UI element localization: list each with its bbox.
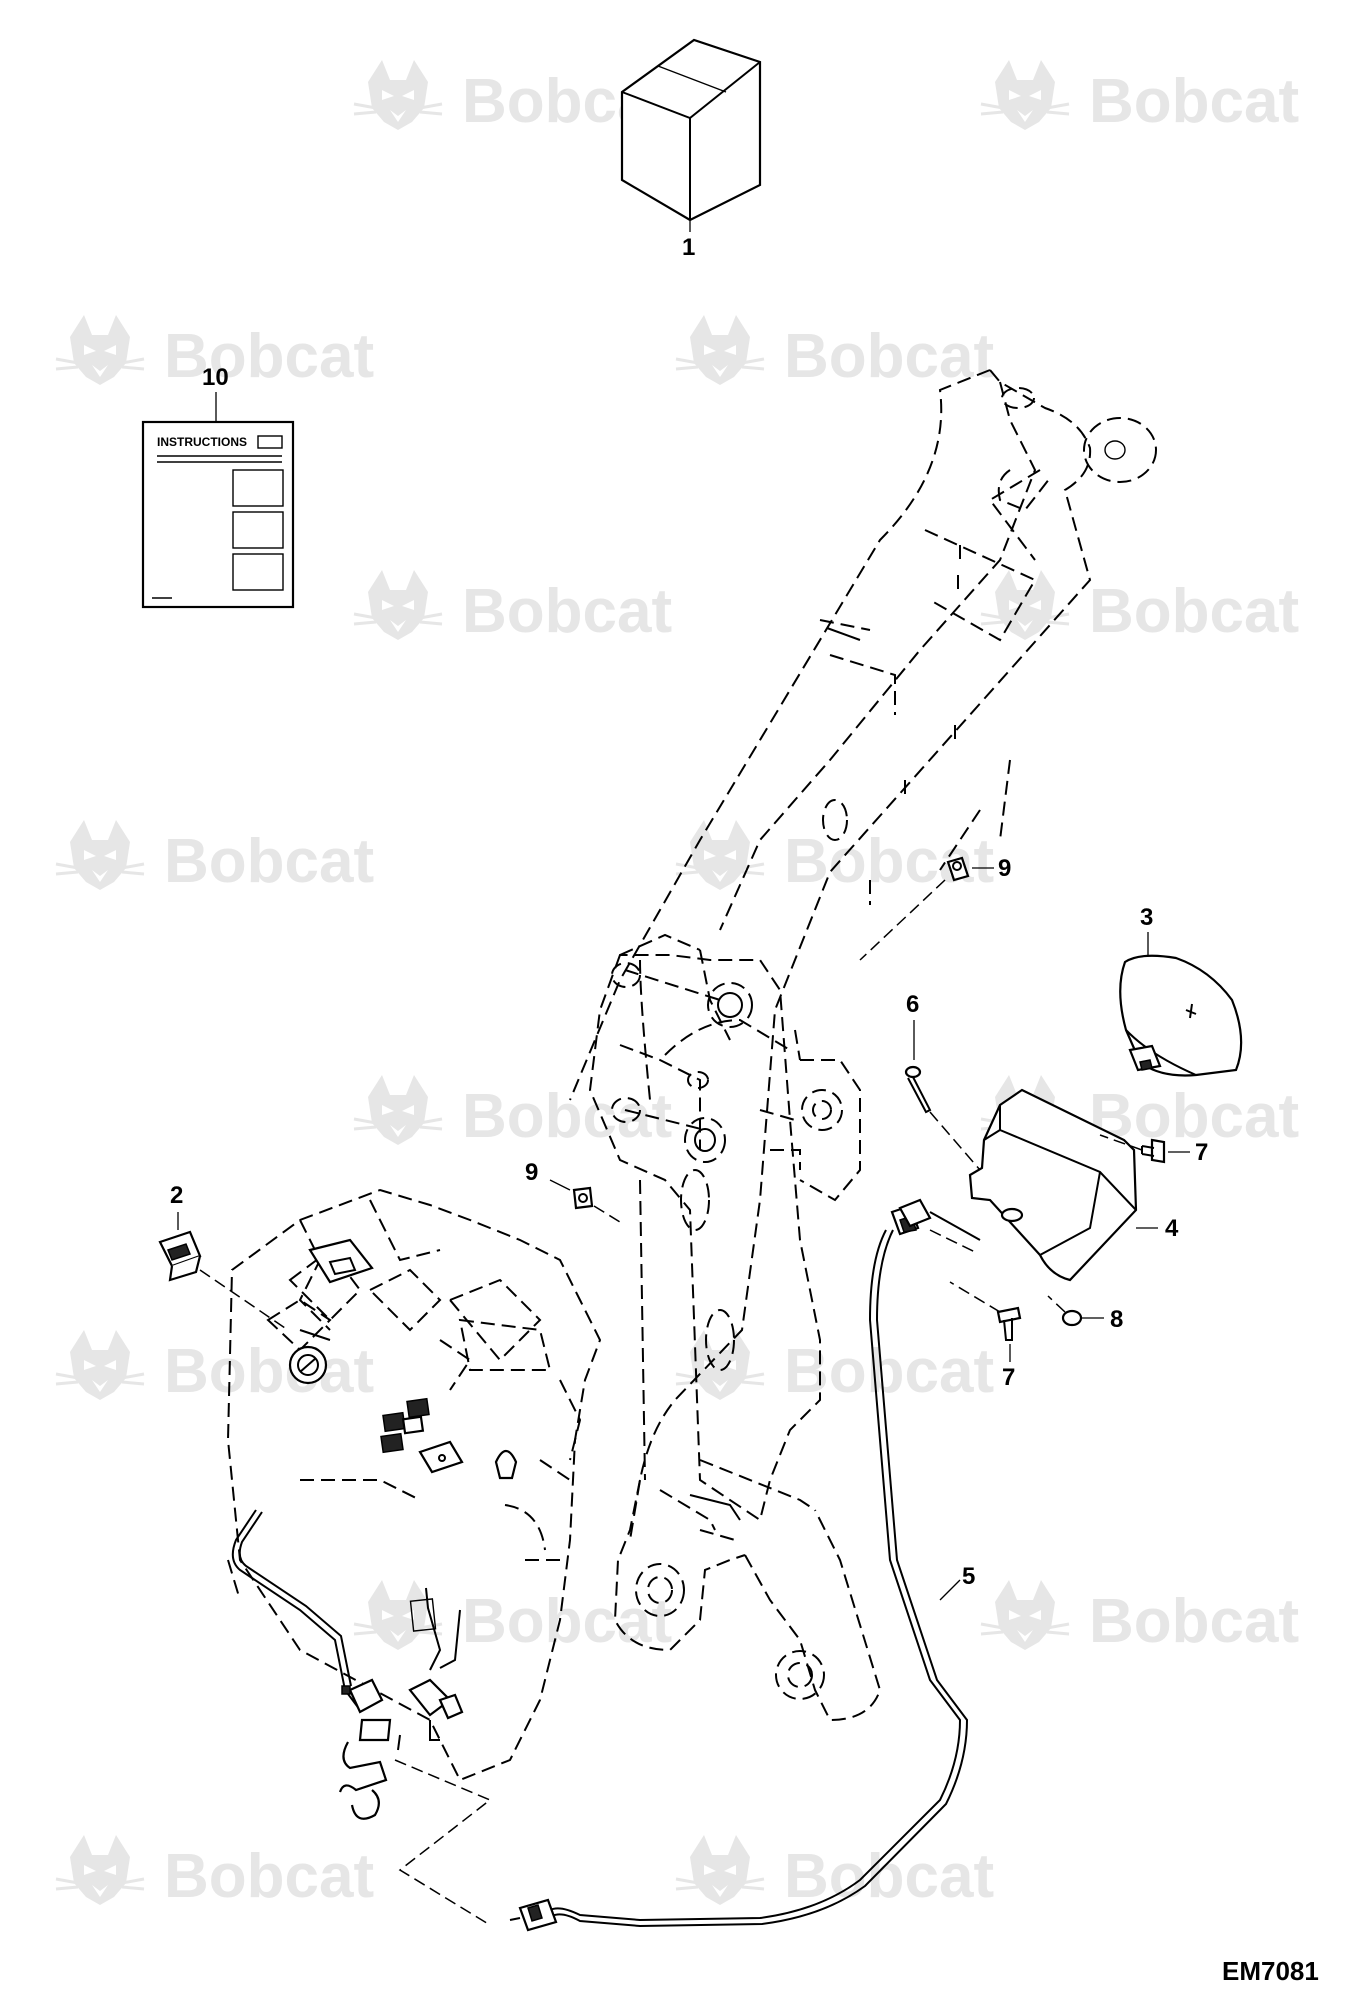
part-7-bolt-upper: 7 — [1099, 1134, 1208, 1166]
callout-9-lower: 9 — [525, 1159, 538, 1186]
watermark-brand: Bobcat — [462, 1082, 672, 1151]
boom-base-casting — [588, 933, 861, 1522]
boom-arm-outline — [569, 369, 1157, 1541]
figure-id: EM7081 — [1222, 1956, 1319, 1986]
callout-4: 4 — [1165, 1215, 1179, 1242]
boom-foot — [613, 1479, 882, 1722]
operator-console-outline — [226, 1188, 602, 1782]
part-7-bolt-lower: 7 — [949, 1281, 1022, 1391]
bobcat-watermark-text: Bobcat Bobcat Bobcat Bobcat Bobcat Bobca… — [164, 67, 1299, 1911]
part-1-kit-box: 1 — [620, 38, 762, 261]
callout-5: 5 — [962, 1563, 975, 1590]
watermark-brand: Bobcat — [164, 827, 374, 896]
part-10-instructions-sheet: 10 INSTRUCTIONS — [141, 364, 295, 609]
watermark-brand: Bobcat — [164, 322, 374, 391]
part-4-mounting-bracket: 4 — [968, 1088, 1179, 1282]
watermark-brand: Bobcat — [164, 1842, 374, 1911]
callout-9-upper: 9 — [998, 855, 1011, 882]
part-5-cable: 5 — [509, 1204, 975, 1932]
watermark-layer: Bobcat Bobcat Bobcat Bobcat Bobcat Bobca… — [54, 58, 1299, 1911]
horn-switch-icon — [494, 1449, 518, 1480]
callout-8: 8 — [1110, 1306, 1123, 1333]
watermark-brand: Bobcat — [462, 577, 672, 646]
watermark-brand: Bobcat — [1089, 577, 1299, 646]
accessory-socket-icon — [418, 1440, 464, 1474]
callout-2: 2 — [170, 1182, 183, 1209]
part-8-nut: 8 — [1047, 1295, 1123, 1333]
console-switch-panel — [288, 1238, 518, 1480]
callout-7-upper: 7 — [1195, 1139, 1208, 1166]
watermark-brand: Bobcat — [784, 1337, 994, 1406]
callout-6: 6 — [906, 991, 919, 1018]
console-harness — [231, 1509, 492, 1926]
part-6-bolt: 6 — [904, 991, 981, 1171]
part-2-switch: 2 — [158, 1182, 289, 1331]
watermark-brand: Bobcat — [784, 1842, 994, 1911]
callout-1: 1 — [682, 234, 695, 261]
callout-10: 10 — [202, 364, 229, 391]
instructions-label: INSTRUCTIONS — [157, 435, 247, 449]
part-9-clip-lower: 9 — [525, 1159, 621, 1223]
watermark-brand: Bobcat — [164, 1337, 374, 1406]
callout-3: 3 — [1140, 904, 1153, 931]
part-9-clip-upper: 9 — [859, 855, 1011, 961]
part-3-beacon-light: 3 — [1119, 904, 1243, 1077]
callout-7-lower: 7 — [1002, 1364, 1015, 1391]
watermark-brand: Bobcat — [1089, 1587, 1299, 1656]
watermark-brand: Bobcat — [1089, 67, 1299, 136]
watermark-brand: Bobcat — [784, 322, 994, 391]
arm-harness-connector — [898, 1198, 981, 1253]
